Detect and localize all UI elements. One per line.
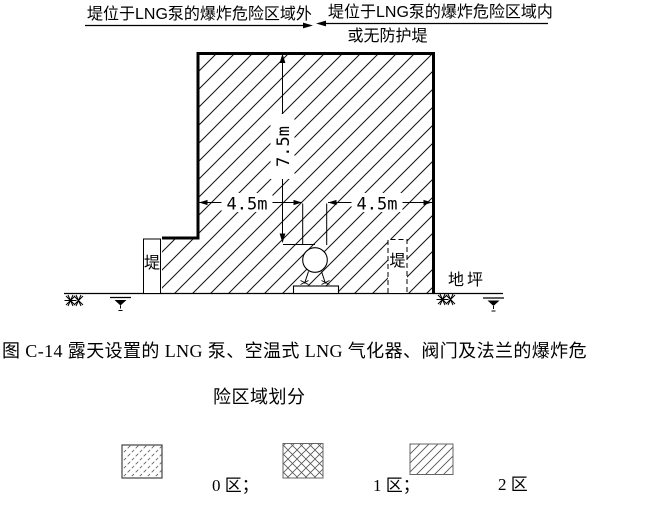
dim-text-backing <box>351 193 403 212</box>
datum-right <box>482 297 505 312</box>
zone-2-hatched-region <box>162 53 434 293</box>
legend: 0 区； 1 区； 2 区 <box>121 443 528 495</box>
pump-body <box>302 247 328 273</box>
label-dike-outside-zone: 堤位于LNG泵的爆炸危险区域外 <box>87 4 312 23</box>
soil-hatch-left <box>64 294 84 307</box>
figure-caption-line2: 险区域划分 <box>213 387 306 407</box>
label-dike-inside-zone: 堤位于LNG泵的爆炸危险区域内 <box>328 2 553 21</box>
legend-swatch-zone1 <box>282 443 324 479</box>
dim-arrow-right-icon <box>293 199 302 206</box>
lng-pump <box>292 247 340 295</box>
zone-boundary <box>162 52 435 294</box>
left-dike <box>143 238 161 294</box>
soil-hatch-right <box>436 293 456 306</box>
dim-arrow-down-icon <box>279 233 286 243</box>
right-dike-dashed <box>387 239 408 293</box>
pump-foot-marks <box>300 280 330 285</box>
pump-legs <box>304 271 326 284</box>
label-no-protective-dike: 或无防护堤 <box>347 27 427 45</box>
right-dike-label: 堤 <box>389 252 405 270</box>
dim-right-value: 4.5m <box>357 195 398 215</box>
leader-arrow-left-icon <box>316 20 326 27</box>
dim-vertical-value: 7.5m <box>274 126 294 167</box>
dim-arrow-left-icon <box>328 199 337 206</box>
ground-level-label: 地坪 <box>448 271 486 289</box>
left-dike-label: 堤 <box>144 254 160 272</box>
dim-arrow-up-icon <box>279 53 286 63</box>
dim-arrow-right-icon <box>423 199 432 206</box>
legend-label-zone1: 1 区； <box>373 476 420 495</box>
pump-base <box>292 285 340 295</box>
dim-left-value: 4.5m <box>227 195 268 215</box>
datum-left <box>109 296 132 312</box>
leader-arrow-right-icon <box>303 22 313 29</box>
figure-caption-line1: 图 C-14 露天设置的 LNG 泵、空温式 LNG 气化器、阀门及法兰的爆炸危 <box>2 341 587 361</box>
legend-label-zone0: 0 区； <box>212 476 259 495</box>
legend-swatch-zone2 <box>409 443 454 475</box>
legend-swatch-zone0 <box>121 444 163 479</box>
legend-label-zone2: 2 区 <box>498 475 528 494</box>
dim-arrow-left-icon <box>199 199 208 206</box>
extension-lines <box>283 203 328 245</box>
dim-text-backing <box>270 114 295 179</box>
dim-text-backing <box>221 193 273 212</box>
